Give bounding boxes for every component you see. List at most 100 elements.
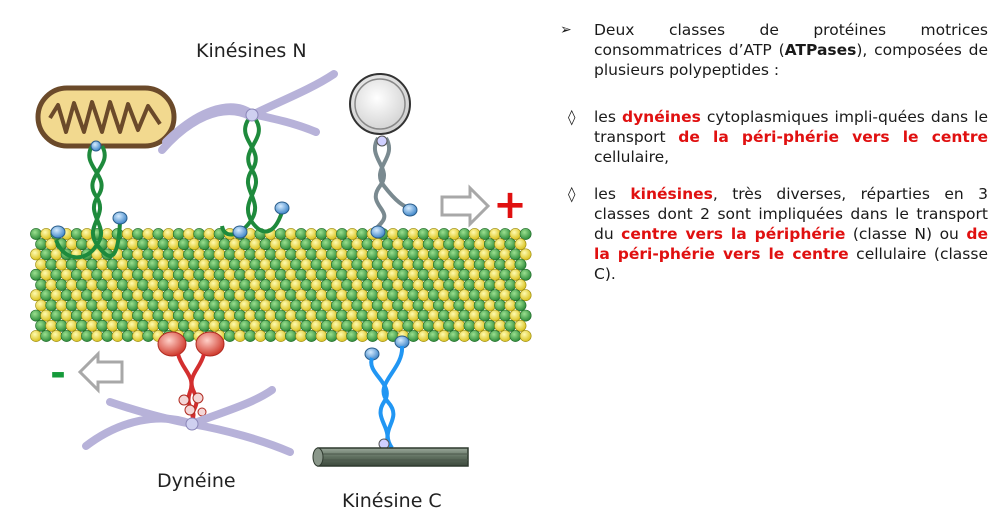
tubulin-subunit — [285, 228, 297, 240]
tubulin-subunit — [142, 228, 155, 240]
tubulin-subunit — [448, 309, 461, 322]
tubulin-subunit — [458, 248, 471, 261]
tubulin-subunit — [70, 330, 83, 342]
tubulin-subunit — [198, 319, 211, 332]
tubulin-subunit — [295, 289, 308, 302]
tubulin-subunit — [468, 268, 481, 281]
tubulin-subunit — [40, 289, 53, 302]
kinesin-text-3: (classe N) ou — [845, 225, 967, 243]
tubulin-subunit — [106, 279, 119, 291]
tubulin-subunit — [50, 268, 63, 281]
tubulin-subunit — [285, 309, 297, 322]
tubulin-subunit — [244, 289, 257, 302]
tubulin-subunit — [106, 299, 119, 312]
tubulin-subunit — [244, 248, 257, 261]
tubulin-subunit — [147, 279, 160, 291]
tubulin-subunit — [295, 268, 308, 281]
tubulin-subunit — [320, 258, 333, 271]
tubulin-subunit — [274, 228, 287, 240]
tubulin-subunit — [361, 258, 374, 271]
dynein-term: dynéines — [621, 108, 701, 126]
tubulin-subunit — [376, 309, 389, 322]
tubulin-subunit — [422, 238, 435, 251]
tubulin-subunit — [198, 299, 211, 312]
tubulin-subunit — [366, 289, 379, 302]
tubulin-subunit — [132, 289, 144, 302]
tubulin-subunit — [203, 289, 216, 302]
tubulin-subunit — [274, 330, 287, 342]
tubulin-subunit — [473, 299, 486, 312]
tubulin-subunit — [81, 330, 93, 342]
tubulin-subunit — [91, 330, 104, 342]
tubulin-subunit — [478, 309, 491, 322]
tubulin-subunit — [356, 228, 369, 240]
tubulin-subunit — [489, 309, 501, 322]
tubulin-subunit — [443, 258, 455, 271]
tubulin-subunit — [137, 258, 149, 271]
tubulin-subunit — [101, 309, 114, 322]
tubulin-subunit — [443, 319, 455, 332]
tubulin-subunit — [310, 279, 323, 291]
tubulin-subunit — [315, 289, 328, 302]
tubulin-subunit — [290, 238, 302, 251]
tubulin-subunit — [147, 319, 160, 332]
tubulin-subunit — [116, 319, 129, 332]
tubulin-subunit — [417, 330, 430, 342]
tubulin-subunit — [514, 258, 527, 271]
tubulin-subunit — [111, 268, 124, 281]
tubulin-subunit — [183, 228, 195, 240]
tubulin-subunit — [35, 319, 47, 332]
tubulin-subunit — [330, 279, 343, 291]
tubulin-subunit — [285, 268, 297, 281]
tubulin-subunit — [76, 299, 88, 312]
tubulin-subunit — [269, 279, 282, 291]
dynein-motor — [157, 331, 225, 422]
dynein-paragraph: ◊ les dynéines cytoplasmiques impli-quée… — [548, 107, 988, 167]
tubulin-subunit — [381, 319, 394, 332]
tubulin-subunit — [208, 299, 221, 312]
tubulin-subunit — [50, 330, 63, 342]
tubulin-subunit — [320, 238, 333, 251]
tubulin-subunit — [147, 238, 160, 251]
tubulin-subunit — [432, 299, 445, 312]
tubulin-subunit — [305, 309, 318, 322]
tubulin-subunit — [228, 258, 241, 271]
tubulin-subunit — [504, 238, 517, 251]
tubulin-subunit — [96, 279, 109, 291]
tubulin-subunit — [432, 319, 445, 332]
tubulin-subunit — [453, 279, 466, 291]
tubulin-subunit — [478, 330, 491, 342]
tubulin-subunit — [218, 299, 231, 312]
tubulin-subunit — [381, 279, 394, 291]
tubulin-subunit — [279, 299, 292, 312]
tubulin-subunit — [489, 330, 501, 342]
tubulin-subunit — [407, 309, 420, 322]
tubulin-subunit — [152, 268, 165, 281]
tubulin-subunit — [65, 279, 78, 291]
tubulin-subunit — [392, 319, 404, 332]
tubulin-subunit — [45, 258, 58, 271]
tubulin-subunit — [361, 279, 374, 291]
tubulin-subunit — [305, 289, 318, 302]
tubulin-subunit — [45, 279, 58, 291]
tubulin-subunit — [473, 238, 486, 251]
tubulin-subunit — [315, 330, 328, 342]
tubulin-subunit — [269, 258, 282, 271]
tubulin-subunit — [101, 228, 114, 240]
tubulin-subunit — [157, 238, 170, 251]
tubulin-subunit — [438, 330, 450, 342]
tubulin-subunit — [40, 228, 53, 240]
tubulin-subunit — [453, 258, 466, 271]
tubulin-subunit — [55, 299, 68, 312]
tubulin-subunit — [152, 289, 165, 302]
tubulin-subunit — [341, 258, 353, 271]
tubulin-subunit — [177, 238, 190, 251]
tubulin-subunit — [463, 258, 476, 271]
tubulin-subunit — [208, 258, 221, 271]
tubulin-subunit — [172, 248, 185, 261]
kinesin-direction-n: centre vers la périphérie — [621, 225, 846, 243]
tubulin-subunit — [356, 248, 369, 261]
tubulin-subunit — [341, 299, 353, 312]
tubulin-subunit — [381, 238, 394, 251]
tubulin-subunit — [417, 248, 430, 261]
